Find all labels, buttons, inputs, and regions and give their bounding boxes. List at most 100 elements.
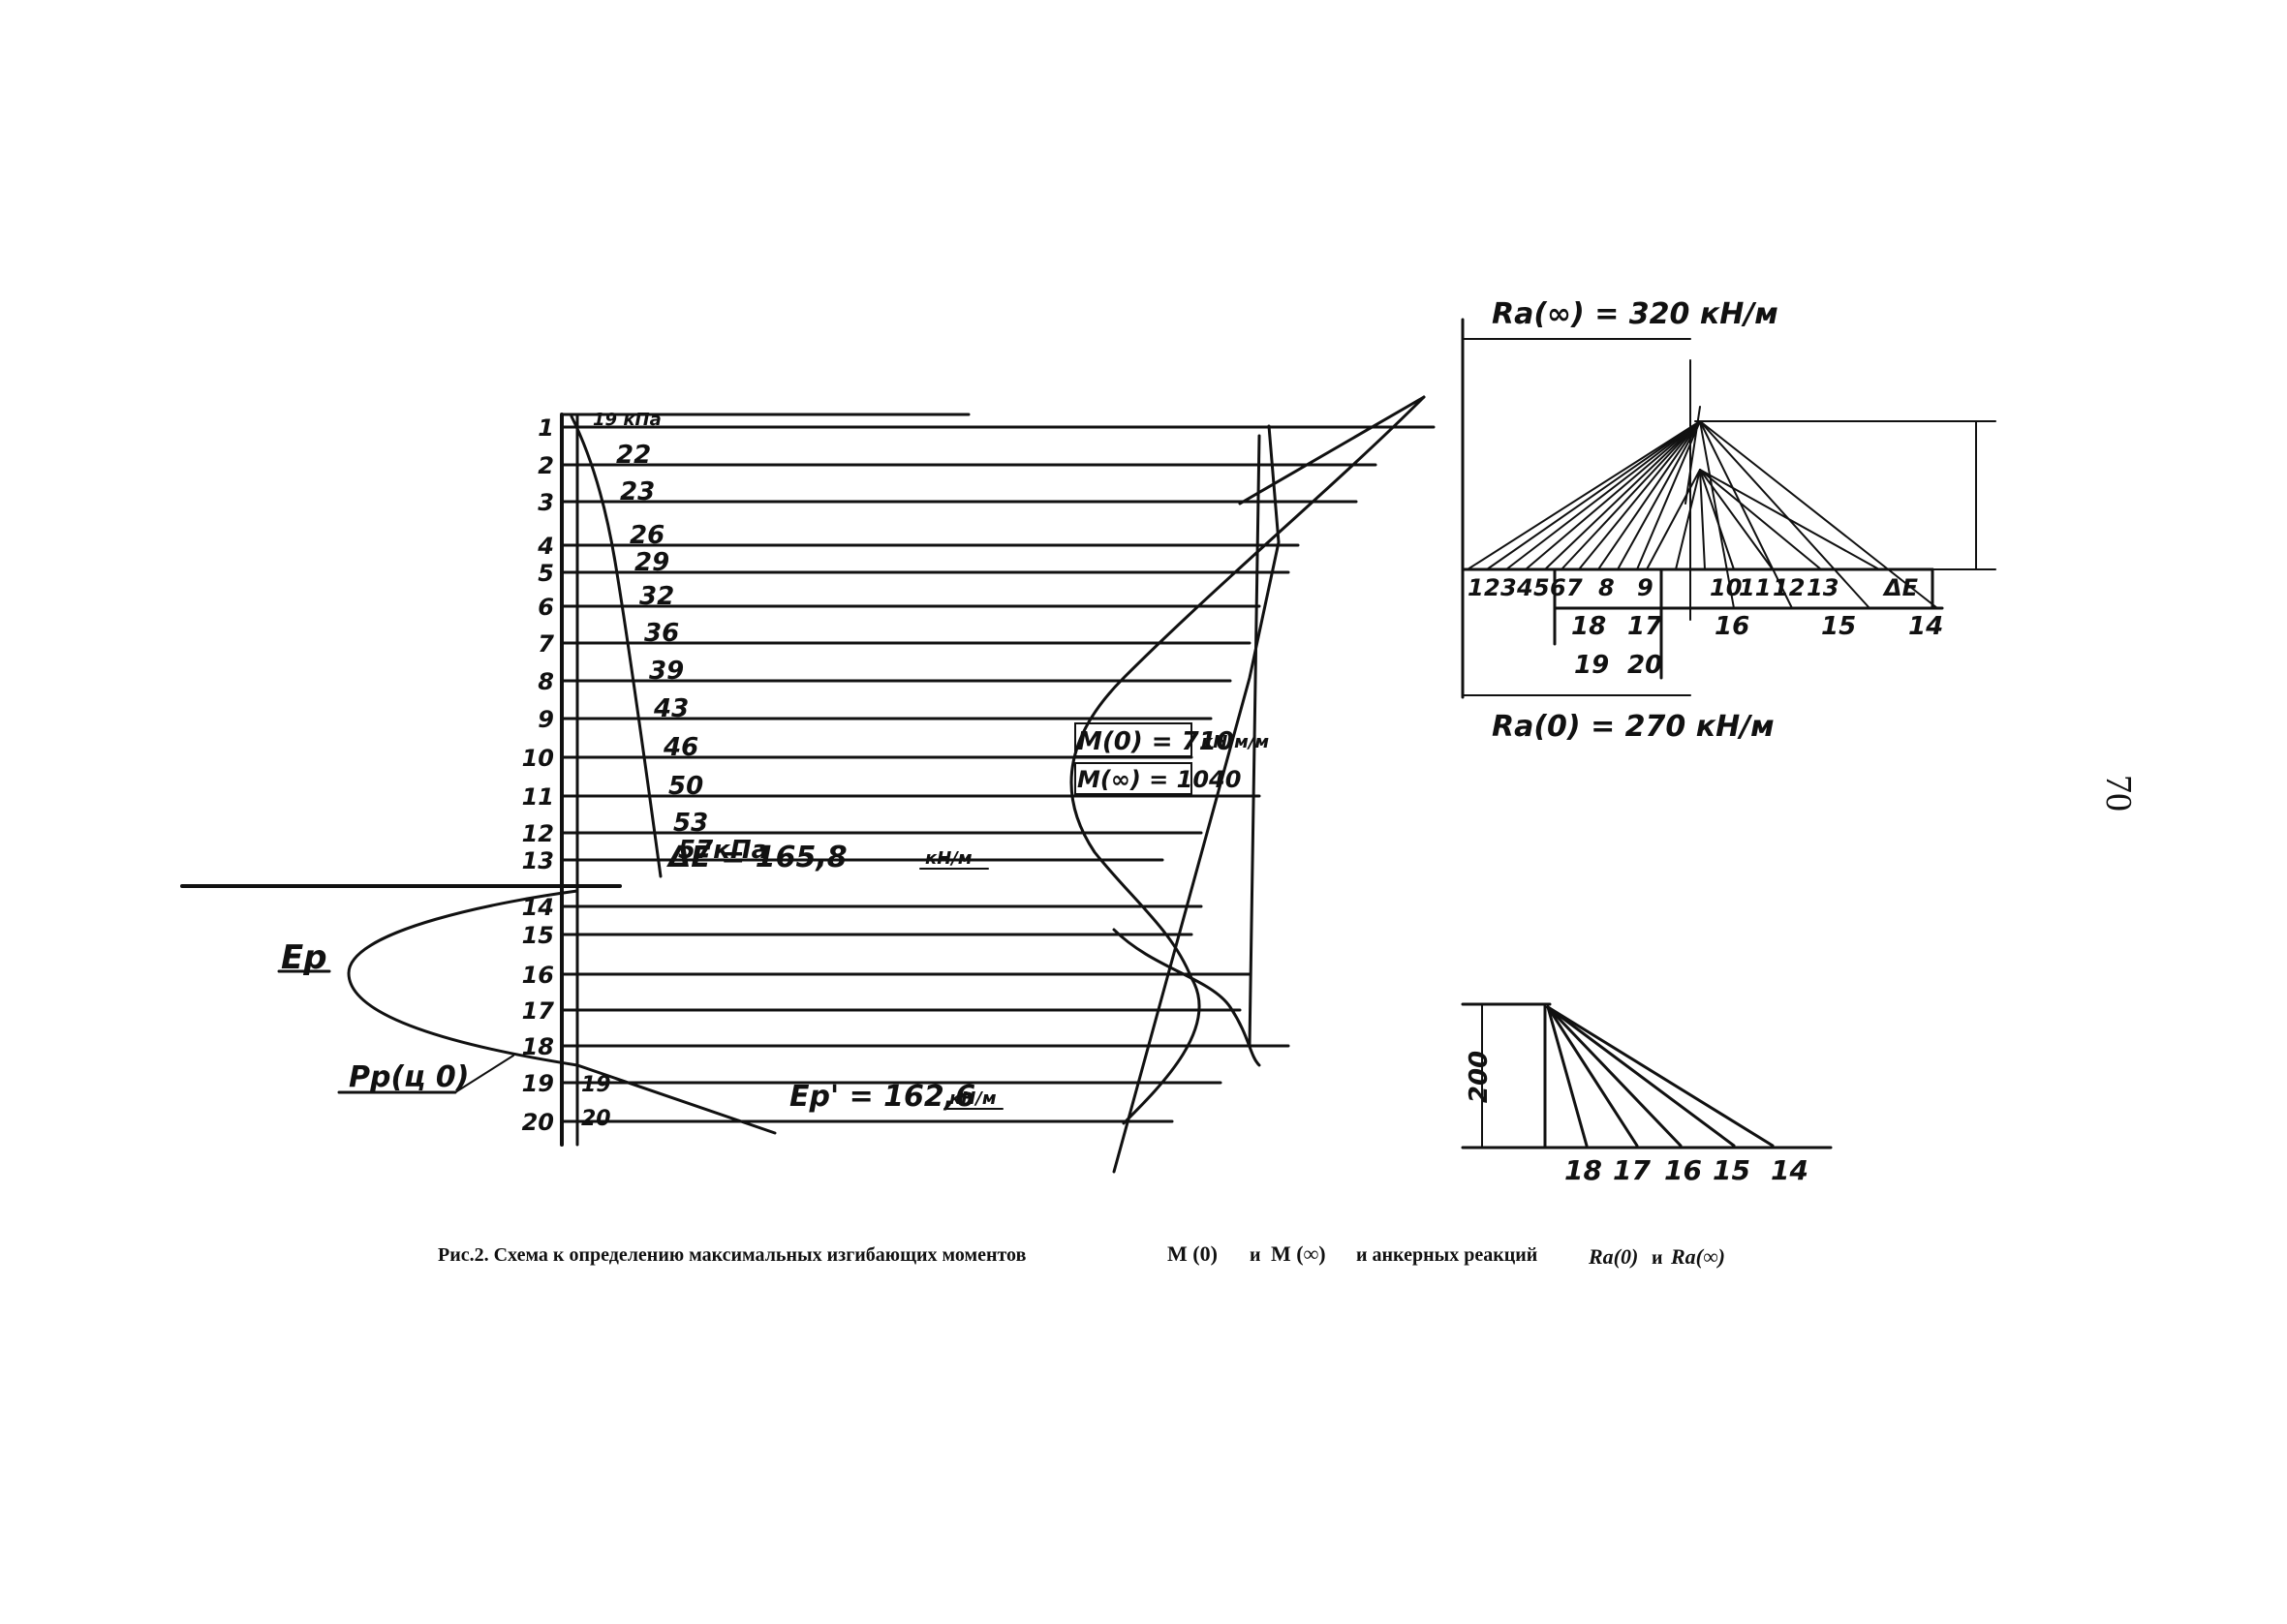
force-line	[1544, 420, 1701, 570]
caption-ra-zero: Ra(0)	[1588, 1244, 1638, 1269]
m0-label: M(0) = 710	[1077, 727, 1234, 756]
small-polygon-labels: 18 17 16 15 14	[1564, 1154, 1808, 1186]
force-polygon-label: 14	[1771, 1154, 1808, 1186]
pressure-value: 22	[616, 441, 651, 470]
small-polygon-height: 200	[1465, 1051, 1494, 1103]
delta-e-label: ΔE = 165,8	[666, 841, 848, 874]
caption-prefix: Рис.2. Схема к определению максимальных …	[438, 1244, 1027, 1266]
force-polygon-label: 19	[1574, 651, 1609, 680]
force-polygon-label: 14	[1908, 612, 1943, 641]
force-line	[1699, 420, 1938, 609]
pressure-value: 29	[634, 548, 669, 577]
force-polygon-label: 7	[1566, 574, 1583, 601]
level-number: 20	[522, 1109, 554, 1136]
row-20-label: 20	[581, 1107, 611, 1131]
force-line	[1467, 420, 1701, 570]
force-line	[1597, 420, 1701, 570]
row-19-label: 19	[581, 1073, 611, 1097]
force-line	[1699, 469, 1822, 570]
moment-curves	[1069, 395, 1426, 1174]
level-number: 3	[538, 489, 554, 516]
force-line	[1525, 420, 1701, 570]
level-number: 2	[538, 452, 554, 479]
force-polygon-label: 5	[1533, 574, 1550, 601]
force-polygon-label: ΔE	[1882, 574, 1919, 601]
pressure-value: 50	[668, 772, 703, 801]
level-number: 14	[522, 894, 554, 921]
m-inf-label: M(∞) = 1040	[1077, 766, 1241, 793]
ra-inf-label: Ra(∞) = 320 кН/м	[1492, 297, 1778, 331]
force-polygon-label: 6	[1550, 574, 1566, 601]
level-number: 5	[538, 560, 554, 587]
level-number: 11	[522, 783, 554, 811]
force-line	[1505, 420, 1701, 570]
force-fan-lines	[1467, 420, 1938, 609]
caption-ra-inf: Ra(∞)	[1670, 1244, 1725, 1269]
force-polygon-label: 2	[1484, 574, 1500, 601]
level-number: 13	[522, 847, 554, 874]
force-polygon-label: 18	[1571, 612, 1606, 641]
level-number: 8	[538, 668, 554, 695]
force-polygon-label: 1	[1468, 574, 1484, 601]
m-unit-label: кН·м/м	[1201, 732, 1269, 752]
caption-conj-2: и	[1652, 1247, 1663, 1269]
level-number: 12	[522, 820, 554, 847]
force-line	[1675, 469, 1701, 570]
level-number: 1	[538, 414, 554, 442]
pressure-value: 23	[620, 477, 655, 506]
small-force-polygon	[1461, 1002, 1833, 1149]
pressure-value: 32	[639, 582, 674, 611]
force-polygon-label: 15	[1713, 1154, 1750, 1186]
force-line	[1646, 469, 1701, 570]
level-number: 15	[522, 922, 554, 949]
pressure-value: 43	[653, 694, 689, 723]
pressure-value: 26	[630, 521, 664, 550]
force-polygon-label: 9	[1637, 574, 1653, 601]
force-polygon-label: 13	[1807, 574, 1839, 601]
pressure-value: 46	[663, 733, 698, 762]
level-number: 19	[522, 1070, 554, 1097]
pressure-value: 39	[649, 657, 684, 686]
level-number: 9	[538, 706, 554, 733]
force-polygon	[1461, 318, 1996, 699]
pressure-value: 57кПа	[678, 836, 768, 865]
force-line	[1699, 420, 1735, 609]
force-polygon-label: 16	[1664, 1154, 1702, 1186]
force-polygon-label: 17	[1627, 612, 1663, 641]
force-line	[1561, 420, 1701, 570]
force-polygon-label: 11	[1739, 574, 1771, 601]
force-polygon-label: 20	[1627, 651, 1662, 680]
ra-zero-label: Ra(0) = 270 кН/м	[1492, 710, 1775, 744]
force-polygon-label: 3	[1500, 574, 1517, 601]
page-number: 70	[2098, 775, 2139, 812]
pressure-value: 53	[673, 809, 708, 838]
pressure-value: 19 кПа	[593, 410, 662, 430]
force-polygon-label: 16	[1715, 612, 1749, 641]
pressure-value: 36	[644, 619, 679, 648]
force-polygon-label: 18	[1564, 1154, 1602, 1186]
level-number: 10	[522, 745, 554, 772]
level-number: 17	[522, 997, 555, 1025]
level-number: 7	[538, 630, 554, 658]
delta-e-unit: кН/м	[925, 848, 973, 869]
force-line	[1699, 420, 1870, 609]
level-number: 4	[537, 533, 554, 560]
force-line	[1699, 469, 1706, 570]
force-polygon-label: 17	[1613, 1154, 1651, 1186]
force-polygon-label: 8	[1598, 574, 1615, 601]
force-line	[1578, 420, 1701, 570]
force-line	[1486, 420, 1701, 570]
force-polygon-label: 12	[1773, 574, 1805, 601]
caption-conj-1: и	[1250, 1244, 1261, 1266]
force-polygon-label: 4	[1516, 574, 1533, 601]
caption-suffix: и анкерных реакций	[1356, 1244, 1537, 1266]
force-line	[1617, 420, 1701, 570]
caption-m-inf: M (∞)	[1271, 1241, 1326, 1266]
level-number: 16	[522, 962, 554, 989]
